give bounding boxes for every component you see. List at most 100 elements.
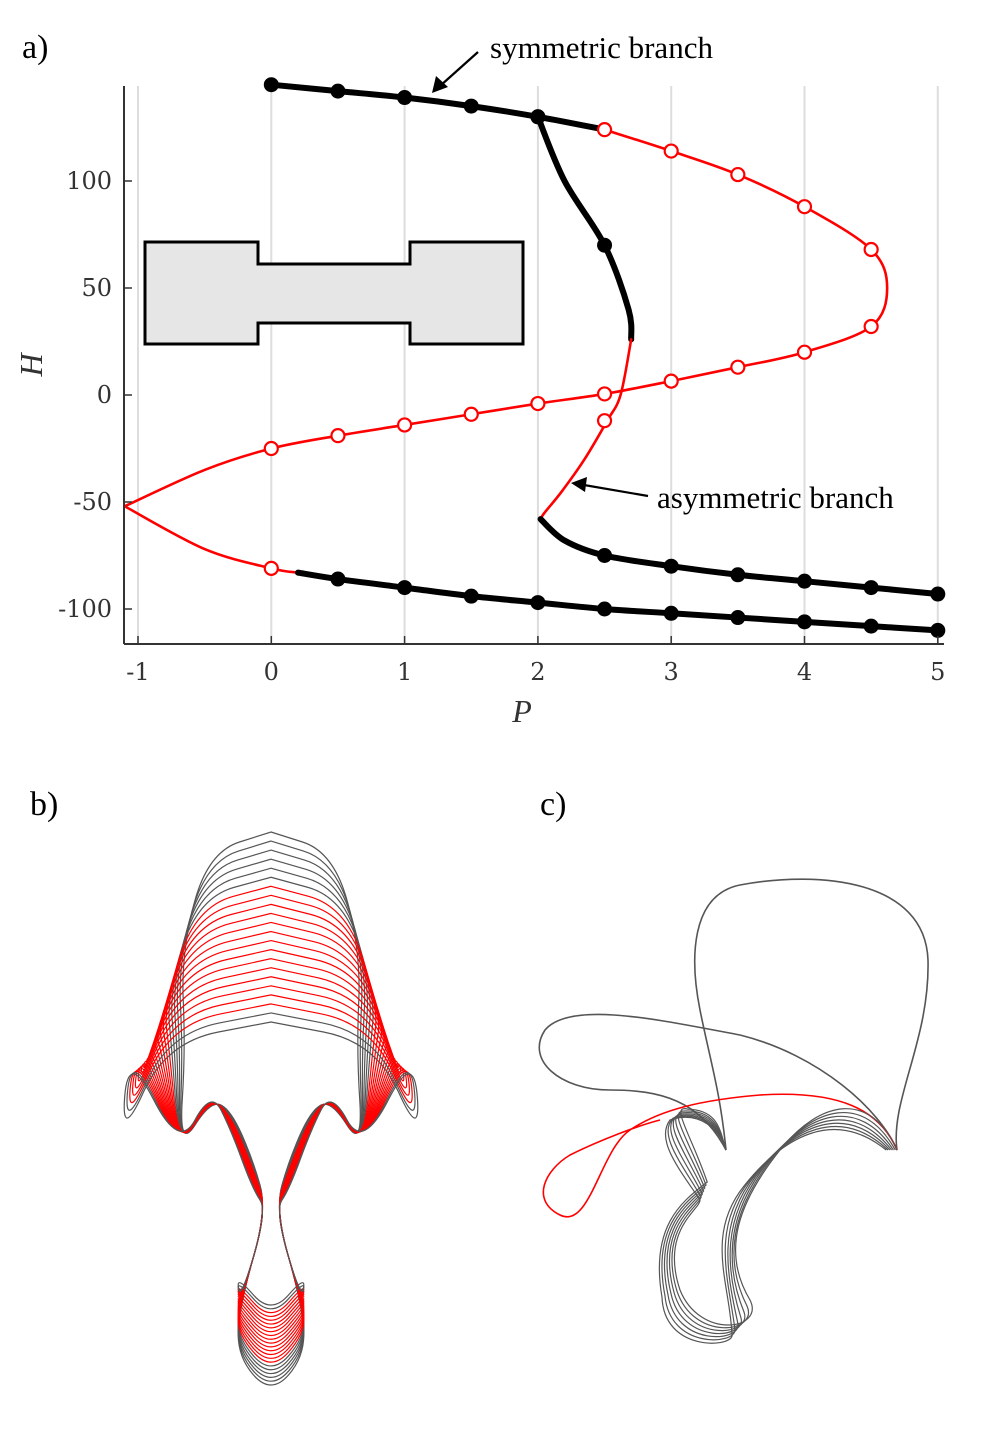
symmetric-stable-point bbox=[730, 610, 746, 626]
x-axis-label: P bbox=[511, 693, 532, 729]
symmetric-unstable-point bbox=[663, 143, 679, 159]
symmetric-unstable-point bbox=[330, 428, 346, 444]
asymmetric-stable-point bbox=[597, 548, 613, 563]
symmetric-stable-lower-line bbox=[294, 569, 941, 634]
axes bbox=[123, 86, 944, 645]
symmetric-stable-point bbox=[663, 605, 679, 621]
x-tick-label: 3 bbox=[664, 658, 679, 686]
asymmetric-unstable-point bbox=[596, 413, 613, 429]
unstable-shape-outline bbox=[148, 939, 394, 1340]
asymmetric-stable-shape-outline bbox=[658, 1108, 887, 1344]
arrowhead-asymmetric-branch bbox=[571, 477, 587, 492]
stable-shape-outline bbox=[171, 867, 371, 1371]
symmetric-unstable-point bbox=[530, 395, 546, 412]
symmetric-stable-point bbox=[463, 98, 479, 114]
asymmetric-unstable-shape-outline bbox=[542, 1093, 898, 1218]
y-tick-label: -100 bbox=[58, 595, 112, 623]
arrow-asymmetric-branch bbox=[583, 483, 649, 498]
unstable-shape-outline bbox=[159, 903, 383, 1356]
panel-label-b: b) bbox=[30, 786, 58, 823]
dogbone-specimen-shape bbox=[143, 240, 525, 346]
unstable-shape-outline bbox=[165, 885, 377, 1363]
symmetric-unstable-point bbox=[463, 406, 479, 422]
annotation-asymmetric-branch: asymmetric branch bbox=[657, 480, 894, 515]
asymmetric-stable-shape-outline bbox=[661, 1110, 889, 1341]
panel-label-a: a) bbox=[22, 29, 48, 66]
asymmetric-stable-point bbox=[730, 567, 746, 583]
panel-label-c: c) bbox=[540, 786, 566, 823]
y-tick-label: 50 bbox=[81, 274, 112, 302]
stable-shape-outline bbox=[176, 849, 366, 1378]
asymmetric-stable-shape-outline bbox=[663, 1112, 891, 1338]
symmetric-unstable-point bbox=[397, 417, 413, 433]
symmetric-unstable-point bbox=[796, 199, 813, 215]
unstable-shape-outline bbox=[134, 985, 408, 1321]
symmetric-unstable-lower-line bbox=[123, 504, 300, 574]
symmetric-stable-upper-line bbox=[268, 81, 608, 133]
asymmetric-stable-point bbox=[797, 573, 812, 589]
symmetric-unstable-point bbox=[663, 373, 679, 389]
asymmetric-stable-shape-outline bbox=[666, 1113, 893, 1335]
unstable-shape-outline bbox=[151, 930, 391, 1344]
arrow-symmetric-branch bbox=[439, 51, 479, 87]
symmetric-unstable-upper-line bbox=[123, 128, 889, 508]
stable-shape-outline bbox=[126, 1012, 416, 1310]
asymmetric-stable-point bbox=[863, 580, 879, 596]
specimen-inset bbox=[143, 240, 525, 346]
symmetric-stable-point bbox=[597, 601, 613, 617]
x-tick-label: 0 bbox=[264, 658, 279, 686]
symmetric-unstable-point bbox=[863, 241, 879, 258]
x-tick-label: -1 bbox=[126, 658, 149, 686]
symmetric-stable-point bbox=[330, 83, 346, 99]
asymmetric-deformed-shapes bbox=[538, 878, 929, 1344]
asymmetric-stable-point bbox=[530, 109, 546, 125]
stable-shape-outline bbox=[168, 876, 374, 1367]
branch-markers bbox=[263, 77, 946, 638]
symmetric-deformed-shapes bbox=[123, 831, 419, 1386]
unstable-shape-outline bbox=[132, 994, 410, 1318]
x-tick-label: 2 bbox=[530, 658, 545, 686]
y-tick-label: 100 bbox=[66, 167, 112, 195]
unstable-shape-outline bbox=[162, 894, 380, 1359]
grid-lines bbox=[137, 86, 939, 644]
symmetric-unstable-point bbox=[730, 359, 746, 375]
symmetric-stable-point bbox=[463, 588, 479, 604]
y-tick-label: 0 bbox=[97, 381, 112, 409]
arrowhead-symmetric-branch bbox=[432, 76, 448, 93]
symmetric-unstable-point bbox=[596, 122, 613, 138]
symmetric-stable-point bbox=[930, 622, 946, 638]
asymmetric-stable-shape-outline bbox=[667, 1112, 896, 1329]
symmetric-stable-point bbox=[797, 614, 812, 630]
x-tick-label: 1 bbox=[397, 658, 412, 686]
annotation-symmetric-branch: symmetric branch bbox=[490, 30, 713, 65]
branch-curves bbox=[123, 81, 941, 634]
y-axis-label: H bbox=[13, 352, 49, 378]
asymmetric-stable-point bbox=[930, 586, 946, 602]
stable-shape-outline bbox=[181, 831, 361, 1386]
symmetric-unstable-point bbox=[263, 440, 279, 457]
symmetric-stable-point bbox=[397, 90, 413, 106]
asymmetric-unstable-mid-line bbox=[539, 338, 633, 521]
symmetric-stable-point bbox=[397, 580, 413, 596]
x-tick-label: 5 bbox=[930, 658, 945, 686]
y-tick-label: -50 bbox=[73, 488, 112, 516]
symmetric-stable-point bbox=[863, 618, 879, 634]
asymmetric-stable-point bbox=[597, 237, 613, 253]
unstable-shape-outline bbox=[129, 1003, 413, 1314]
symmetric-stable-point bbox=[330, 571, 346, 587]
symmetric-unstable-point bbox=[730, 166, 746, 183]
symmetric-unstable-point bbox=[263, 560, 279, 576]
asymmetric-outer-shape-outline bbox=[538, 878, 929, 1151]
symmetric-stable-point bbox=[530, 595, 546, 611]
symmetric-unstable-point bbox=[596, 386, 613, 402]
asymmetric-stable-shape-outline bbox=[664, 1108, 898, 1326]
symmetric-stable-point bbox=[263, 77, 279, 93]
asymmetric-stable-upper-line bbox=[534, 113, 635, 343]
stable-shape-outline bbox=[123, 1021, 419, 1306]
unstable-shape-outline bbox=[157, 912, 385, 1352]
asymmetric-stable-point bbox=[663, 558, 679, 574]
symmetric-unstable-point bbox=[796, 344, 813, 360]
